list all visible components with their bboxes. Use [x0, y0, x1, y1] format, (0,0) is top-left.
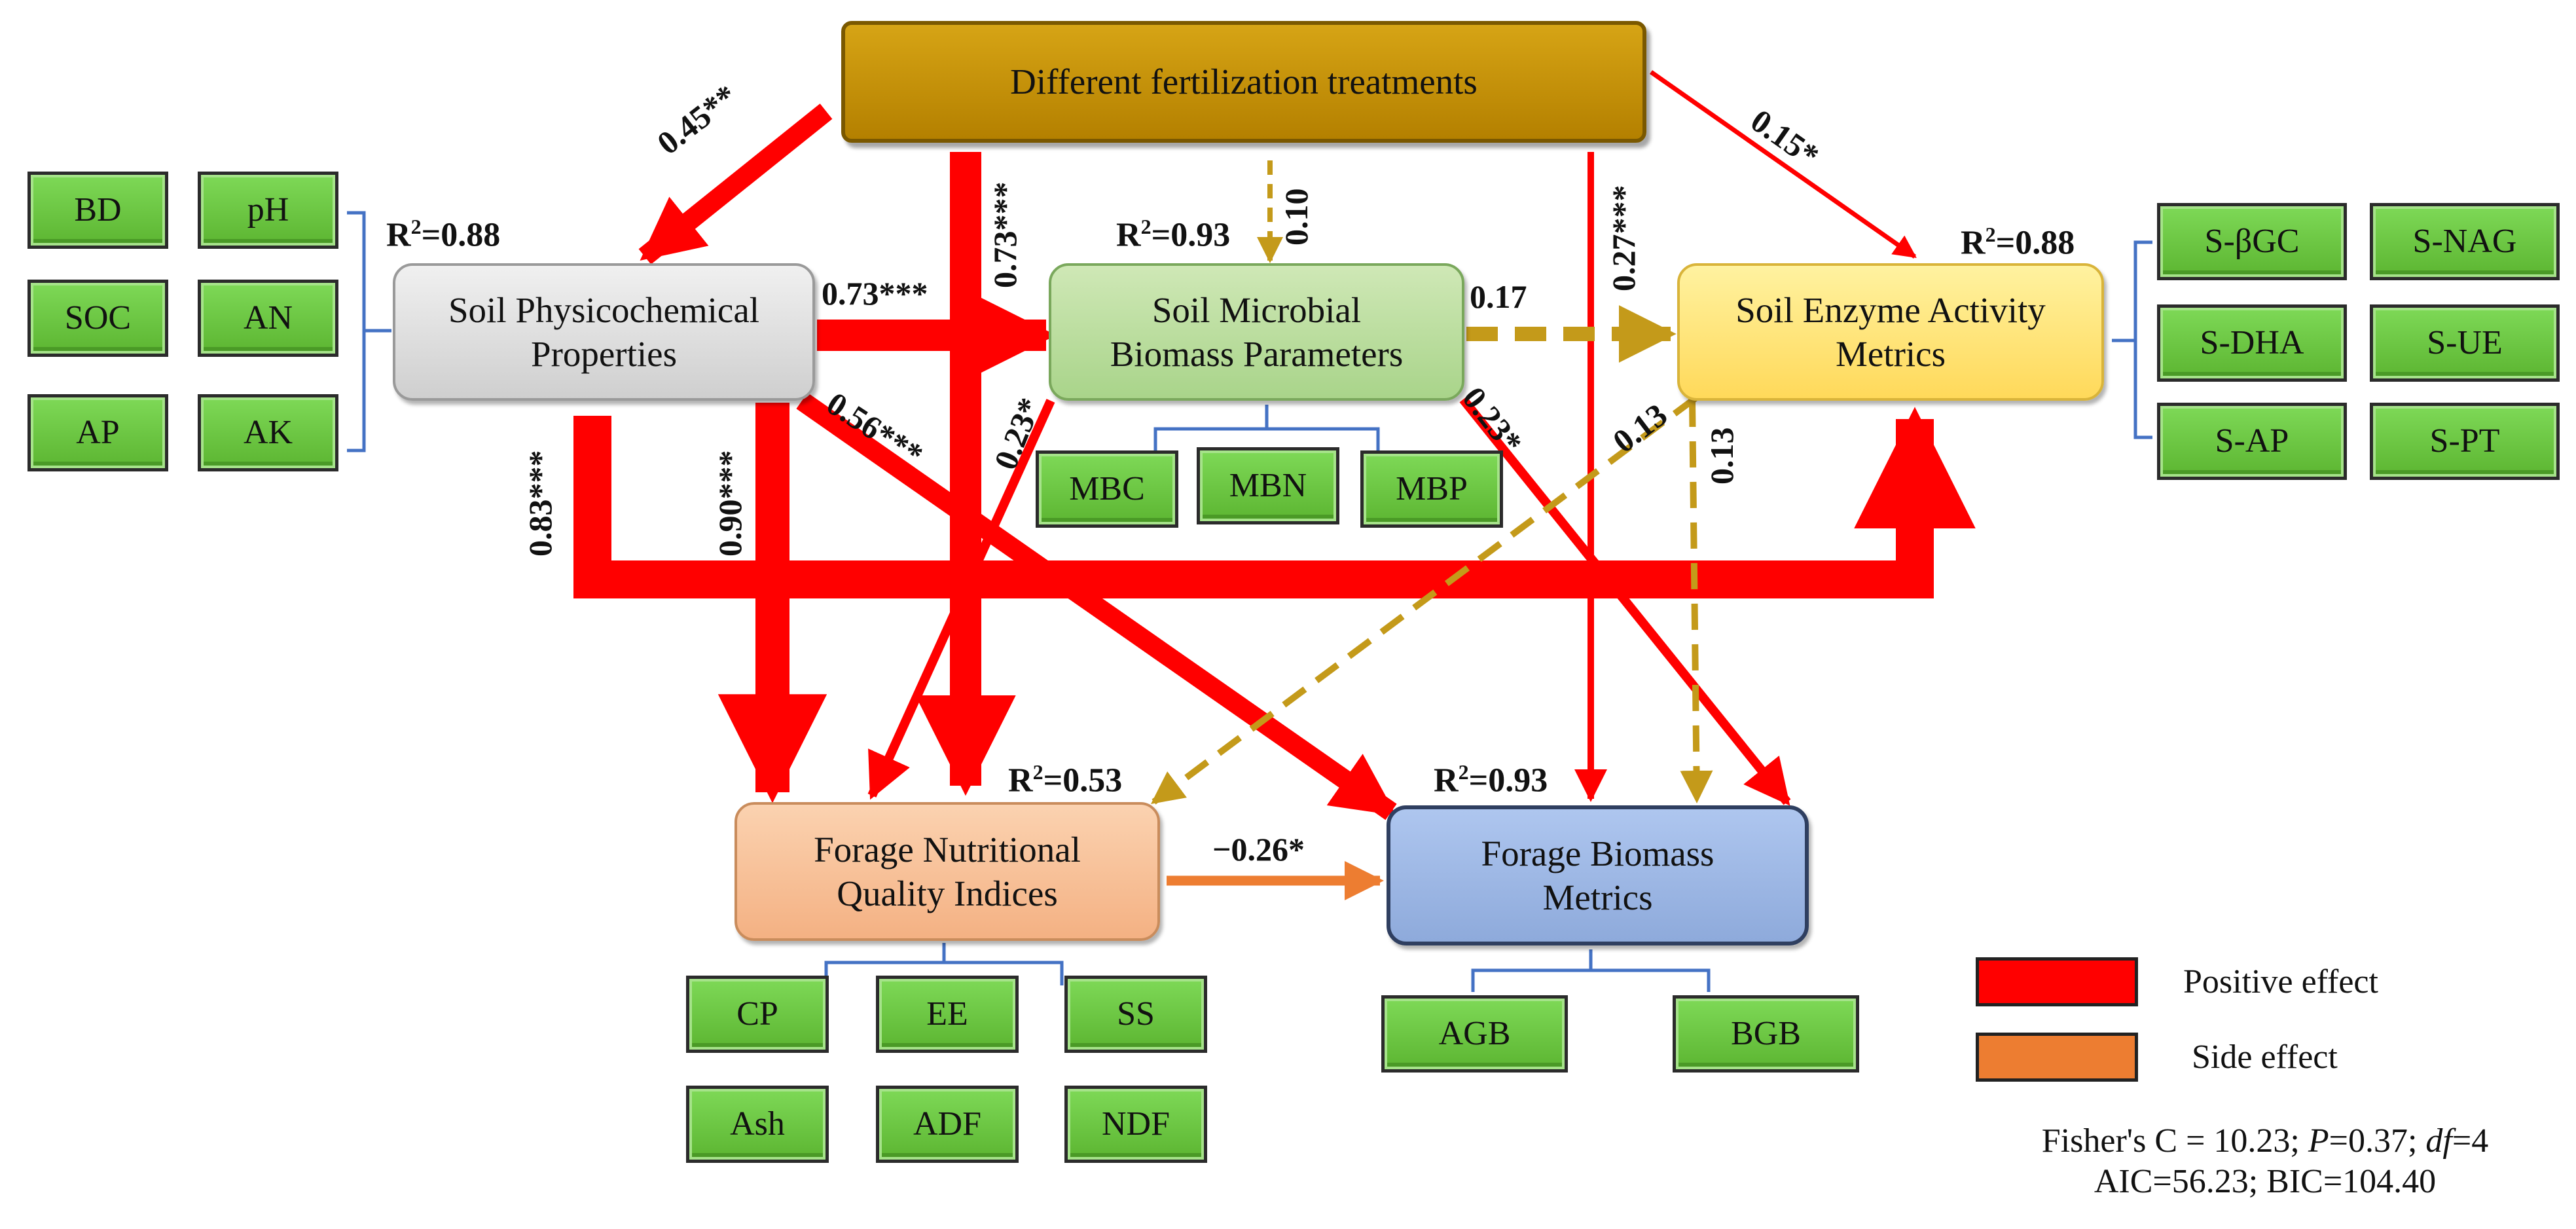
indicator-ak: AK — [198, 394, 338, 471]
arrow-enz-nutr — [1150, 395, 1697, 805]
indicator-adf: ADF — [876, 1086, 1019, 1163]
arrow-enz-biom — [1680, 400, 1713, 803]
arrow-phys-enz — [573, 407, 1976, 598]
r2-biomass: R2=0.93 — [1434, 760, 1548, 799]
bracket-physicochemical — [347, 211, 391, 452]
indicator-agb: AGB — [1381, 995, 1568, 1073]
indicator-brackets — [347, 211, 2152, 992]
arrow-treat-phys — [638, 103, 833, 265]
indicator-cp: CP — [686, 976, 829, 1053]
fit-line-fisher: Fisher's C = 10.23; P=0.37; df=4 — [2041, 1122, 2489, 1160]
legend-side-label: Side effect — [2192, 1038, 2338, 1076]
coef-phys-micro: 0.73*** — [822, 275, 928, 312]
coef-treat-nutr: 0.73*** — [987, 181, 1023, 289]
model-fit-statistics: Fisher's C = 10.23; P=0.37; df=4 AIC=56.… — [1977, 1121, 2553, 1203]
node-forage-biomass: Forage Biomass Metrics — [1387, 805, 1809, 945]
indicator-s-dha: S-DHA — [2157, 304, 2347, 382]
bracket-nutritional — [824, 943, 1064, 985]
indicator-ee: EE — [876, 976, 1019, 1053]
arrow-micro-biom — [1459, 396, 1791, 806]
indicator-s-pt: S-PT — [2370, 403, 2560, 480]
indicator-soc: SOC — [27, 280, 168, 357]
node-soil-physicochemical: Soil Physicochemical Properties — [393, 263, 815, 401]
coef-nutr-biom: −0.26* — [1212, 831, 1305, 868]
r2-nutritional: R2=0.53 — [1008, 760, 1123, 799]
node-soil-microbial: Soil Microbial Biomass Parameters — [1049, 263, 1464, 401]
arrow-micro-nutr — [867, 399, 1055, 800]
indicator-an: AN — [198, 280, 338, 357]
node-forage-nutritional: Forage Nutritional Quality Indices — [735, 802, 1160, 941]
arrow-treat-enz — [1649, 70, 1917, 259]
indicator-s-ap: S-AP — [2157, 403, 2347, 480]
r2-physicochemical: R2=0.88 — [386, 215, 501, 254]
node-fertilization-treatments: Different fertilization treatments — [841, 21, 1646, 143]
indicator-s-bgc: S-βGC — [2157, 203, 2347, 280]
r2-microbial: R2=0.93 — [1116, 215, 1231, 254]
fit-line-aic-bic: AIC=56.23; BIC=104.40 — [2094, 1163, 2437, 1201]
coef-treat-biom: 0.27*** — [1605, 185, 1642, 292]
indicator-mbc: MBC — [1036, 450, 1178, 528]
indicator-ap: AP — [27, 394, 168, 471]
legend-positive-label: Positive effect — [2183, 963, 2378, 1000]
coef-phys-enz: 0.83*** — [522, 450, 558, 557]
legend-positive-swatch — [1976, 957, 2138, 1006]
indicator-bgb: BGB — [1673, 995, 1859, 1073]
indicator-ndf: NDF — [1064, 1086, 1207, 1163]
indicator-bd: BD — [27, 172, 168, 249]
indicator-ash: Ash — [686, 1086, 829, 1163]
indicator-ss: SS — [1064, 976, 1207, 1053]
coef-treat-micro: 0.10 — [1278, 188, 1315, 246]
indicator-mbp: MBP — [1360, 450, 1503, 528]
coef-micro-enz: 0.17 — [1470, 278, 1527, 315]
arrow-phys-biom — [796, 392, 1397, 820]
indicator-s-nag: S-NAG — [2370, 203, 2560, 280]
coef-phys-nutr: 0.90*** — [712, 450, 748, 557]
bracket-biomass — [1471, 949, 1711, 992]
node-soil-enzyme: Soil Enzyme Activity Metrics — [1677, 263, 2104, 401]
indicator-mbn: MBN — [1197, 447, 1339, 524]
bracket-enzyme — [2112, 240, 2152, 439]
legend-side-swatch — [1976, 1033, 2138, 1082]
indicator-ph: pH — [198, 172, 338, 249]
coef-enz-biom: 0.13 — [1703, 427, 1740, 485]
indicator-s-ue: S-UE — [2370, 304, 2560, 382]
r2-enzyme: R2=0.88 — [1961, 223, 2075, 262]
bracket-microbial — [1153, 405, 1380, 452]
